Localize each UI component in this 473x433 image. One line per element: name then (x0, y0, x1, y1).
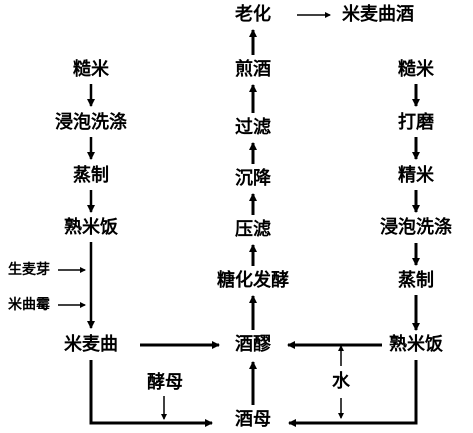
right-brown-rice: 糙米 (398, 59, 434, 80)
right-polish: 打磨 (398, 112, 434, 133)
center-saccharification: 糖化发酵 (217, 270, 289, 291)
left-cooked-rice: 熟米饭 (64, 217, 118, 238)
center-filter: 过滤 (235, 117, 271, 138)
rice-wheat-koji: 米麦曲 (64, 334, 118, 355)
product-rice-wheat-koji-wine: 米麦曲酒 (342, 4, 414, 25)
center-mash: 酒醪 (235, 334, 271, 355)
right-steam: 蒸制 (398, 270, 434, 291)
water-label: 水 (332, 371, 350, 392)
input-raw-malt: 生麦芽 (8, 262, 50, 278)
center-yeast-starter: 酒母 (235, 409, 271, 430)
left-brown-rice: 糙米 (73, 59, 109, 80)
center-aging: 老化 (235, 4, 271, 25)
arrow-koji-to-yeast-starter (89, 360, 213, 427)
input-aspergillus: 米曲霉 (8, 297, 50, 313)
center-press: 压滤 (235, 219, 271, 240)
left-soak-wash: 浸泡洗涤 (55, 112, 127, 133)
right-cooked-rice: 熟米饭 (389, 334, 443, 355)
yeast-label: 酵母 (147, 372, 183, 393)
right-polished-rice: 精米 (398, 165, 434, 186)
left-steam: 蒸制 (73, 165, 109, 186)
center-settle: 沉降 (235, 168, 271, 189)
center-decoct: 煎酒 (235, 59, 271, 80)
arrow-cooked-rice-to-yeast-starter (288, 360, 418, 427)
right-soak-wash: 浸泡洗涤 (380, 217, 452, 238)
